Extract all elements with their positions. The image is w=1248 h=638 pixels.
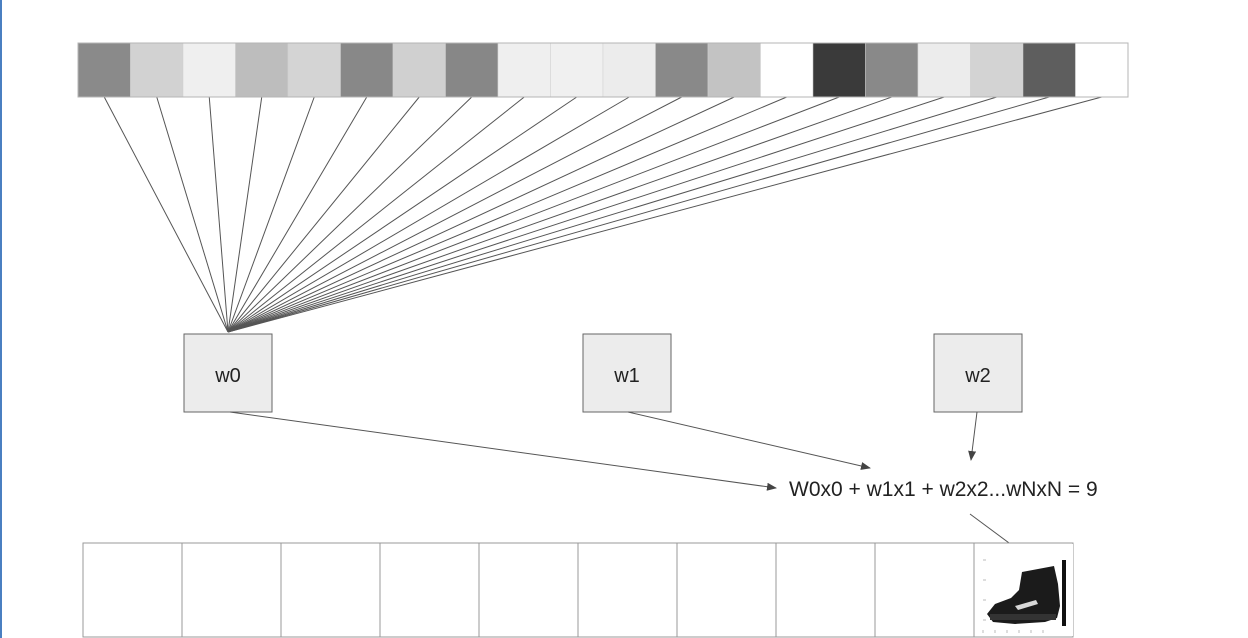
input-pixel-cell	[340, 42, 394, 98]
boot-sole	[990, 614, 1056, 620]
weight-box-w2: w2	[933, 333, 1023, 413]
output-cell	[478, 542, 579, 638]
input-pixel-cell	[655, 42, 709, 98]
connection-line	[227, 96, 787, 333]
weight-label-w0: w0	[214, 365, 241, 387]
connection-line	[227, 96, 630, 333]
connection-line	[227, 96, 840, 333]
output-cell	[775, 542, 876, 638]
connection-line	[208, 96, 229, 333]
input-pixel-cell	[865, 42, 919, 98]
output-cell	[676, 542, 777, 638]
output-cell	[874, 542, 975, 638]
output-cell	[181, 542, 282, 638]
input-pixel-cell	[497, 42, 551, 98]
output-row	[82, 542, 1074, 638]
weight-label-w2: w2	[964, 365, 991, 387]
connection-line	[227, 96, 368, 333]
input-pixel-cell	[550, 42, 604, 98]
input-pixel-cell	[1075, 42, 1129, 98]
connection-line	[227, 96, 735, 333]
connection-line	[227, 96, 315, 333]
arrow-w1-to-equation	[627, 411, 871, 470]
input-pixel-cell	[917, 42, 971, 98]
connection-line	[227, 96, 263, 333]
ankle-boot-image	[977, 544, 1073, 636]
input-pixel-cell	[970, 42, 1024, 98]
connection-lines	[103, 96, 1102, 333]
equation-text: W0x0 + w1x1 + w2x2...wNxN = 9	[789, 478, 1098, 501]
connection-line	[227, 96, 945, 333]
output-cell	[82, 542, 183, 638]
input-pixel-cell	[707, 42, 761, 98]
connection-line	[156, 96, 229, 333]
arrow-w2-to-equation	[968, 411, 978, 461]
input-pixel-cell	[392, 42, 446, 98]
boot-shape	[987, 566, 1060, 624]
input-pixel-row	[77, 42, 1129, 98]
connection-line	[227, 96, 525, 333]
input-pixel-cell	[760, 42, 814, 98]
connection-line	[227, 96, 1050, 333]
connection-line	[103, 96, 229, 333]
weight-label-w1: w1	[613, 365, 640, 387]
arrow-w0-to-equation	[229, 411, 777, 491]
input-pixel-cell	[77, 42, 131, 98]
input-row-outline	[77, 42, 1129, 98]
connection-line	[227, 96, 420, 333]
input-pixel-cell	[235, 42, 289, 98]
connection-line	[227, 96, 892, 333]
input-pixel-cell	[602, 42, 656, 98]
connection-line	[227, 96, 682, 333]
boot-highlight	[1015, 600, 1038, 610]
weight-box-w0: w0	[183, 333, 273, 413]
output-cell	[379, 542, 480, 638]
colorbar	[1062, 560, 1066, 626]
connection-line	[227, 96, 578, 333]
input-pixel-cell	[1022, 42, 1076, 98]
input-pixel-cell	[130, 42, 184, 98]
weight-box-w1: w1	[582, 333, 672, 413]
connection-line	[227, 96, 997, 333]
image-tick-marks	[982, 559, 1044, 633]
left-border	[0, 0, 2, 638]
input-pixel-cell	[287, 42, 341, 98]
output-cell	[577, 542, 678, 638]
input-pixel-cell	[445, 42, 499, 98]
input-pixel-cell	[182, 42, 236, 98]
connection-line	[227, 96, 473, 333]
output-cell	[280, 542, 381, 638]
connection-line	[227, 96, 1102, 333]
input-pixel-cell	[812, 42, 866, 98]
